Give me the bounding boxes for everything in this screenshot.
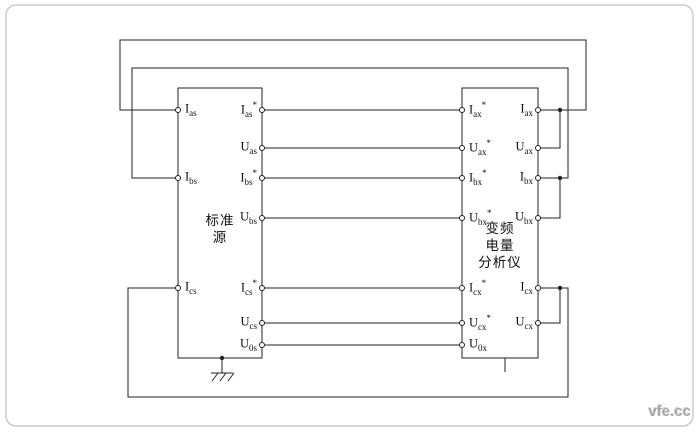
source-block-outline (177, 87, 263, 359)
phase-b-voltage-tap (538, 178, 561, 219)
signal-wires (262, 109, 462, 346)
phase-a-current-loop (119, 39, 587, 111)
phase-b-current-loop (131, 67, 569, 179)
terminal-label-uas: Uas (240, 139, 257, 156)
terminal-label-ibs: Ibs (185, 169, 198, 186)
terminal-label-iax_star: Iax* (469, 100, 487, 119)
terminal-label-ics_star: Ics* (240, 278, 257, 297)
source-block-title: 标准 源 (178, 212, 262, 246)
junction-dots (219, 107, 563, 361)
terminal-circles (175, 107, 541, 348)
terminal-label-iax: Iax (520, 101, 533, 118)
analyzer-block-title: 变频 电量 分析仪 (462, 220, 538, 271)
analyzer-block-outline (461, 87, 539, 359)
phase-c-current-loop (127, 287, 569, 398)
terminal-label-u0s: U0s (239, 336, 257, 353)
watermark: vfe.cc (648, 403, 691, 420)
terminal-label-icx: Icx (520, 279, 533, 296)
terminal-label-ibx_star: Ibx* (469, 168, 487, 187)
terminal-label-ucs: Ucs (240, 314, 257, 331)
terminal-label-u0x: U0x (469, 336, 488, 353)
terminal-label-ibx: Ibx (519, 169, 533, 186)
terminal-label-ubs: Ubs (239, 209, 257, 226)
terminal-label-ias: Ias (185, 101, 197, 118)
source-title-line: 源 (212, 230, 228, 245)
terminal-label-ibs_star: Ibs* (240, 168, 257, 187)
terminal-label-uax: Uax (515, 139, 533, 156)
wires (119, 39, 587, 398)
terminal-label-uax_star: Uax* (469, 138, 492, 157)
terminal-label-ubx: Ubx (514, 209, 533, 226)
terminal-label-ubx_star: Ubx* (469, 208, 492, 227)
terminal-label-ias_star: Ias* (240, 100, 257, 119)
phase-a-voltage-tap (538, 110, 561, 149)
terminal-label-ucx: Ucx (515, 314, 533, 331)
analyzer-title-line: 分析仪 (478, 255, 522, 270)
analyzer-title-line: 电量 (485, 238, 515, 253)
analyzer-title-line: 变频 (485, 221, 515, 236)
phase-c-voltage-tap (538, 288, 561, 324)
terminal-label-ics: Ics (185, 279, 197, 296)
terminal-label-ucx_star: Ucx* (469, 313, 492, 332)
source-title-line: 标准 (205, 213, 235, 228)
ground-symbol (211, 358, 235, 382)
terminal-label-icx_star: Icx* (469, 278, 487, 297)
